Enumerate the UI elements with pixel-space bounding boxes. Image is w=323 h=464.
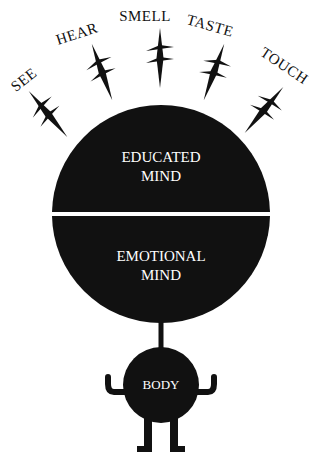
neck-connector xyxy=(161,322,162,348)
sense-antenna xyxy=(18,82,78,146)
sense-label: HEAR xyxy=(54,19,100,48)
node-label: BODY xyxy=(126,377,196,394)
sense-antenna xyxy=(79,39,126,105)
right-leg xyxy=(170,418,185,452)
left-leg xyxy=(137,418,152,452)
sense-antenna xyxy=(146,28,174,88)
mind-half-disc: EMOTIONAL MIND xyxy=(52,216,270,323)
sense-label: TASTE xyxy=(185,11,236,41)
sense-antenna xyxy=(234,78,294,142)
body-circle: BODY xyxy=(123,347,199,423)
node-label: EDUCATED MIND xyxy=(105,148,217,187)
node-label: EMOTIONAL MIND xyxy=(102,247,220,286)
sense-label: SEE xyxy=(8,65,41,96)
mind-half-disc: EDUCATED MIND xyxy=(52,105,270,212)
sense-label: TOUCH xyxy=(257,44,311,88)
sense-antenna xyxy=(191,39,238,105)
sense-label: SMELL xyxy=(119,8,171,25)
